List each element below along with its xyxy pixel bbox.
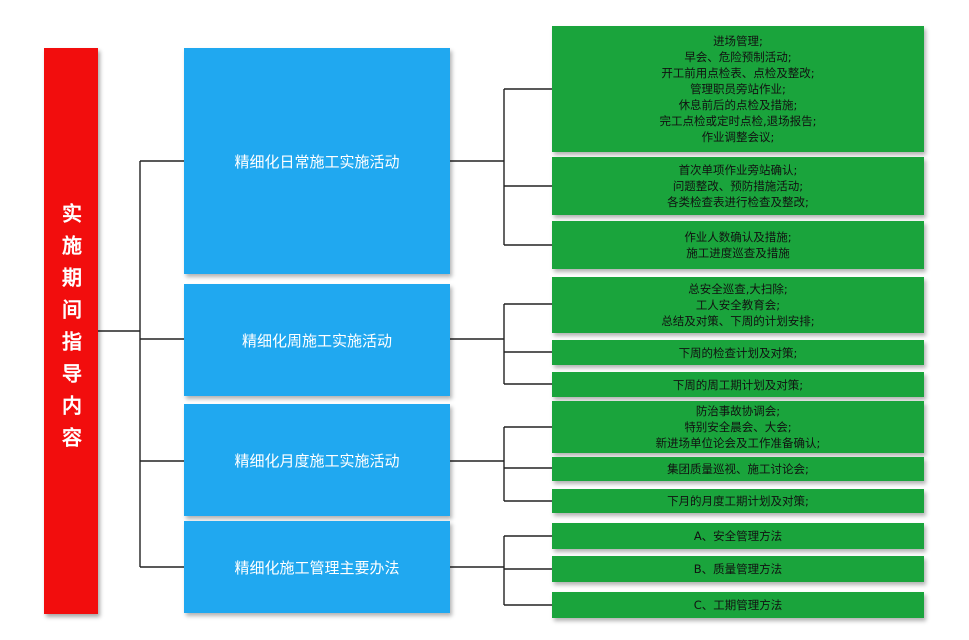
item-methods-3: C、工期管理方法 [552, 592, 924, 618]
category-label: 精细化日常施工实施活动 [234, 152, 400, 171]
category-label: 精细化施工管理主要办法 [234, 558, 400, 577]
item-monthly-2: 集团质量巡视、施工讨论会; [552, 457, 924, 481]
item-daily-2: 首次单项作业旁站确认; 问题整改、预防措施活动; 各类检查表进行检查及整改; [552, 157, 924, 215]
category-weekly: 精细化周施工实施活动 [184, 284, 450, 396]
category-monthly: 精细化月度施工实施活动 [184, 404, 450, 516]
category-methods: 精细化施工管理主要办法 [184, 521, 450, 613]
category-daily: 精细化日常施工实施活动 [184, 48, 450, 274]
item-daily-3: 作业人数确认及措施; 施工进度巡查及措施 [552, 221, 924, 269]
root-node: 实施期间指导内容 [44, 48, 98, 614]
item-daily-1: 进场管理; 早会、危险预制活动; 开工前用点检表、点检及整改; 管理职员旁站作业… [552, 26, 924, 152]
item-weekly-3: 下周的周工期计划及对策; [552, 372, 924, 397]
root-label: 实施期间指导内容 [58, 203, 83, 459]
item-methods-2: B、质量管理方法 [552, 556, 924, 582]
item-methods-1: A、安全管理方法 [552, 523, 924, 549]
item-monthly-1: 防治事故协调会; 特别安全晨会、大会; 新进场单位论会及工作准备确认; [552, 401, 924, 453]
item-monthly-3: 下月的月度工期计划及对策; [552, 489, 924, 513]
category-label: 精细化周施工实施活动 [241, 331, 392, 350]
item-weekly-2: 下周的检查计划及对策; [552, 340, 924, 365]
item-weekly-1: 总安全巡查,大扫除; 工人安全教育会; 总结及对策、下周的计划安排; [552, 277, 924, 333]
category-label: 精细化月度施工实施活动 [234, 451, 400, 470]
